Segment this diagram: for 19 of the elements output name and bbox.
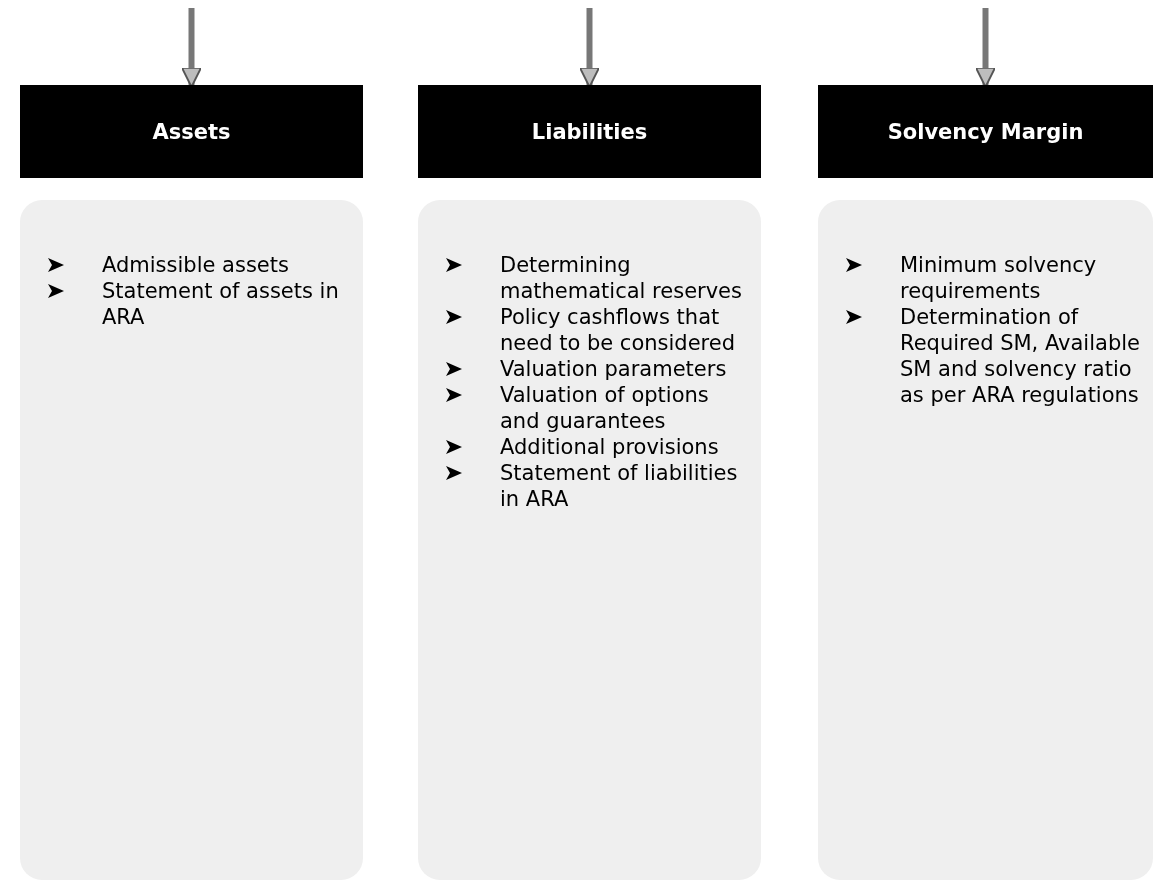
- content-card: [418, 200, 761, 880]
- list-item: Valuation of options and guarantees: [500, 382, 710, 434]
- list-item: Statement of assets in ARA: [102, 278, 340, 330]
- header-box: Assets: [20, 85, 363, 178]
- list-item: Admissible assets: [102, 252, 289, 278]
- header-box: Solvency Margin: [818, 85, 1153, 178]
- content-card: [818, 200, 1153, 880]
- list-item: Determining mathematical reserves: [500, 252, 743, 304]
- list-item: Policy cashflows that need to be considered: [500, 304, 736, 356]
- list-item: Valuation parameters: [500, 356, 727, 382]
- down-arrow: [578, 8, 601, 88]
- list-item: Statement of liabilities in ARA: [500, 460, 739, 512]
- list-item: Minimum solvency requirements: [900, 252, 1098, 304]
- down-arrow: [180, 8, 203, 88]
- list-item: Determination of Required SM, Available SM and solvency ratio as per ARA regulations: [900, 304, 1141, 408]
- list-item: Additional provisions: [500, 434, 719, 460]
- content-card: [20, 200, 363, 880]
- header-box: Liabilities: [418, 85, 761, 178]
- down-arrow: [974, 8, 997, 88]
